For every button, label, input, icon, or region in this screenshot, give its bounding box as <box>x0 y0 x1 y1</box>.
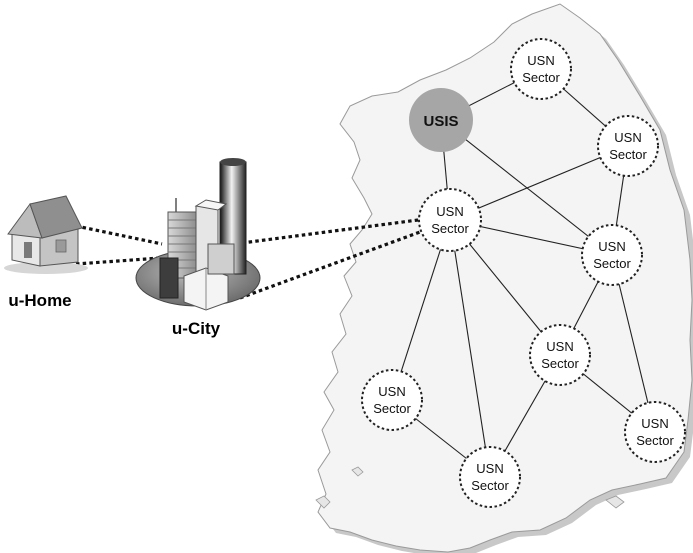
link-city-sector-top <box>241 218 419 245</box>
usn-sector-node: USN Sector <box>361 369 423 431</box>
u-city-label: u-City <box>172 319 221 338</box>
sector-line1: USN <box>546 339 573 354</box>
usn-sector-node: USN Sector <box>510 38 572 100</box>
sector-line2: Sector <box>636 433 674 448</box>
sector-line2: Sector <box>373 401 411 416</box>
sector-line2: Sector <box>471 478 509 493</box>
link-usis-sector-east-mid <box>440 119 613 256</box>
house-icon <box>4 195 88 274</box>
link-home-city-top <box>75 224 163 246</box>
sector-line2: Sector <box>431 221 469 236</box>
usn-sector-node: USN Sector <box>418 188 482 252</box>
usn-sector-node: USN Sector <box>597 115 659 177</box>
usn-sector-node: USN Sector <box>581 224 643 286</box>
link-central-south <box>449 219 491 478</box>
sector-line1: USN <box>641 416 668 431</box>
sector-line1: USN <box>436 204 463 219</box>
sector-line2: Sector <box>522 70 560 85</box>
usn-sector-node: USN Sector <box>624 401 686 463</box>
sector-line1: USN <box>476 461 503 476</box>
link-central-west <box>391 219 451 401</box>
link-home-city-bottom <box>75 256 161 266</box>
striped-building <box>167 198 199 279</box>
sector-line2: Sector <box>593 256 631 271</box>
usis-node: USIS <box>409 88 473 152</box>
dotted-links <box>75 218 421 300</box>
sector-line1: USN <box>527 53 554 68</box>
sector-line1: USN <box>614 130 641 145</box>
link-east-southeast <box>611 254 656 433</box>
link-central-ne <box>449 145 629 221</box>
u-home-label: u-Home <box>8 291 71 310</box>
city-buildings-icon <box>135 158 261 311</box>
usn-sector-node: USN Sector <box>459 446 521 508</box>
sector-line1: USN <box>598 239 625 254</box>
sector-line1: USN <box>378 384 405 399</box>
usis-label: USIS <box>423 113 458 130</box>
sector-line2: Sector <box>541 356 579 371</box>
sector-line2: Sector <box>609 147 647 162</box>
usn-sector-node: USN Sector <box>529 324 591 386</box>
link-city-sector-bottom <box>239 230 421 300</box>
